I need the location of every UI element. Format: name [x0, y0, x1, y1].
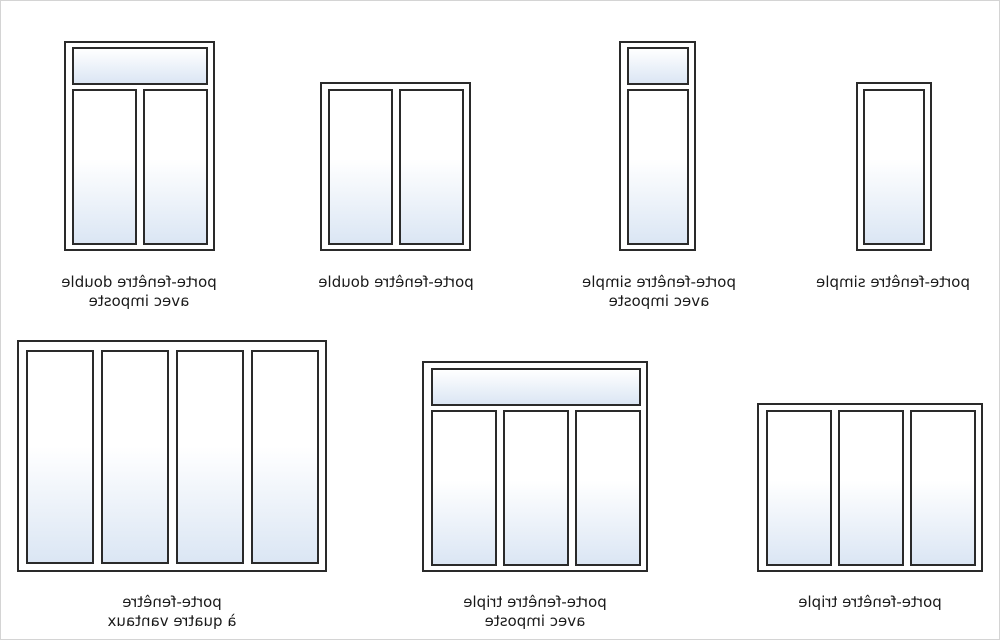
caption-line-1: porte-fenêtre double [61, 273, 217, 291]
window-triple [757, 403, 983, 572]
window-double-with-transom [64, 41, 215, 251]
transom-pane [627, 47, 689, 85]
caption-line-2: avec imposte [608, 292, 710, 310]
caption-triple-with-transom: porte-fenêtre triple avec imposte [435, 593, 635, 631]
caption-triple: porte-fenêtre triple [770, 593, 970, 612]
window-four-leaf [17, 340, 327, 572]
caption-line-2: avec imposte [484, 612, 586, 630]
window-double [320, 82, 471, 251]
caption-single-with-transom: porte-fenêtre simple avec imposte [559, 273, 759, 311]
caption-single: porte-fenêtre simple [793, 273, 993, 292]
caption-double: porte-fenêtre double [296, 273, 496, 292]
caption-line-1: porte-fenêtre double [318, 273, 474, 291]
caption-line-2: à quatre vantaux [107, 612, 237, 630]
glass-pane [72, 89, 137, 245]
glass-pane [575, 410, 641, 566]
caption-line-1: porte-fenêtre [122, 593, 222, 611]
glass-pane [910, 410, 976, 566]
transom-pane [431, 368, 641, 406]
glass-pane [627, 89, 689, 245]
caption-line-1: porte-fenêtre triple [463, 593, 607, 611]
glass-pane [838, 410, 904, 566]
glass-pane [101, 350, 169, 564]
glass-pane [176, 350, 244, 564]
caption-line-1: porte-fenêtre triple [798, 593, 942, 611]
transom-pane [72, 47, 208, 85]
glass-pane [503, 410, 569, 566]
window-triple-with-transom [422, 361, 648, 572]
glass-pane [431, 410, 497, 566]
glass-pane [328, 89, 393, 245]
glass-pane [399, 89, 464, 245]
caption-double-with-transom: porte-fenêtre double avec imposte [39, 273, 239, 311]
glass-pane [766, 410, 832, 566]
glass-pane [26, 350, 94, 564]
caption-four-leaf: porte-fenêtre à quatre vantaux [72, 593, 272, 631]
caption-line-1: porte-fenêtre simple [582, 273, 736, 291]
caption-line-2: avec imposte [88, 292, 190, 310]
glass-pane [251, 350, 319, 564]
window-single [856, 82, 932, 251]
caption-line-1: porte-fenêtre simple [816, 273, 970, 291]
glass-pane [863, 89, 925, 245]
window-single-with-transom [619, 41, 696, 251]
glass-pane [143, 89, 208, 245]
